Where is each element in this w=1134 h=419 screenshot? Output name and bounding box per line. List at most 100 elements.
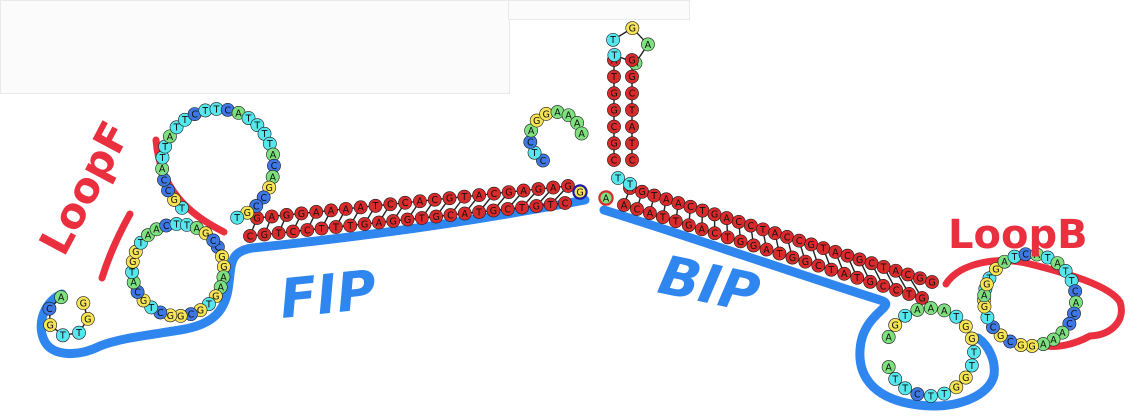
svg-text:G: G: [564, 181, 571, 192]
stem-left-top-nt: A: [413, 194, 427, 209]
svg-text:C: C: [562, 198, 569, 209]
svg-text:G: G: [533, 201, 540, 212]
top-hairpin-up-nt: G: [607, 86, 621, 101]
stem-left-top-nt: A: [309, 205, 324, 219]
svg-text:G: G: [535, 184, 542, 195]
top-hairpin-down-nt: G: [625, 69, 639, 84]
svg-text:G: G: [261, 230, 268, 241]
junction-nt: T: [623, 177, 637, 191]
svg-text:T: T: [59, 331, 66, 342]
stem-left-bottom-nt: T: [314, 221, 329, 236]
svg-text:A: A: [663, 195, 670, 206]
top-loop-nt: A: [574, 126, 589, 141]
left-lower-loop-nt: A: [126, 275, 141, 290]
loop-f-arc-2: [98, 210, 134, 282]
svg-text:A: A: [621, 200, 628, 211]
svg-text:A: A: [914, 305, 921, 316]
svg-text:T: T: [372, 201, 379, 212]
left-tail-loop-nt: G: [76, 296, 91, 311]
stem-right-top-nt: C: [683, 199, 698, 214]
svg-text:A: A: [554, 107, 561, 118]
stem-left-top-nt: G: [501, 185, 516, 199]
svg-text:T: T: [173, 219, 180, 230]
stem-right-top-nt: C: [864, 256, 879, 271]
svg-text:G: G: [983, 280, 990, 291]
stem-left-bottom-nt: A: [371, 215, 386, 230]
svg-text:A: A: [235, 108, 242, 119]
svg-text:C: C: [188, 310, 195, 321]
left-tail-loop-nt: T: [55, 328, 70, 343]
svg-text:A: A: [885, 332, 892, 343]
loop-b-nt: G: [979, 277, 994, 292]
stem-right-top-nt: G: [925, 275, 939, 289]
svg-text:C: C: [447, 210, 454, 221]
svg-text:G: G: [212, 292, 219, 303]
loop-b-nt: A: [1046, 332, 1061, 347]
svg-text:T: T: [827, 265, 834, 276]
left-tail-loop-nt: G: [80, 311, 95, 326]
svg-text:T: T: [183, 220, 190, 231]
top-hairpin-up-nt: C: [607, 153, 621, 167]
svg-text:T: T: [346, 221, 353, 232]
svg-text:C: C: [1022, 250, 1029, 261]
svg-text:C: C: [157, 308, 164, 319]
svg-text:G: G: [808, 240, 815, 251]
top-hairpin-up-nt: G: [607, 103, 621, 117]
left-upper-loop-nt: T: [230, 210, 245, 225]
primer-annotations: [36, 136, 1125, 411]
svg-text:G: G: [789, 253, 796, 264]
stem-left-bottom-nt: G: [386, 214, 401, 228]
svg-text:A: A: [343, 204, 350, 215]
svg-text:G: G: [432, 212, 439, 223]
svg-text:G: G: [1017, 340, 1024, 351]
svg-text:G: G: [892, 320, 899, 331]
fip-label: FIP: [277, 258, 380, 331]
svg-text:C: C: [1007, 337, 1014, 348]
svg-text:G: G: [202, 229, 209, 240]
svg-text:G: G: [197, 306, 204, 317]
svg-text:G: G: [918, 293, 925, 304]
svg-text:T: T: [626, 179, 633, 190]
top-hairpin-down-nt: C: [625, 153, 639, 167]
stem-left-bottom-nt: G: [357, 217, 372, 231]
stem-left-bottom-nt: C: [443, 208, 458, 222]
svg-text:A: A: [130, 278, 137, 289]
svg-text:C: C: [634, 204, 641, 215]
right-lower-loop-nt: C: [910, 387, 925, 402]
svg-text:C: C: [210, 236, 217, 247]
svg-text:C: C: [253, 201, 260, 212]
svg-text:T: T: [418, 213, 425, 224]
top-loop-nt: A: [550, 105, 565, 119]
top-hairpin-up-nt: T: [607, 69, 621, 84]
top-hairpin-down-nt: A: [625, 119, 639, 134]
svg-text:A: A: [832, 247, 839, 258]
stem-right-top-nt: T: [755, 222, 770, 237]
stem-right-top-nt: C: [792, 233, 807, 248]
svg-text:C: C: [527, 137, 534, 148]
left-tail-loop-nt: C: [42, 301, 57, 316]
svg-text:T: T: [275, 228, 282, 239]
stem-left-top-nt: A: [324, 203, 338, 218]
stem-right-bottom-nt: A: [694, 222, 709, 237]
svg-text:C: C: [504, 204, 511, 215]
svg-text:T: T: [628, 105, 635, 116]
svg-text:T: T: [853, 273, 860, 284]
svg-text:A: A: [550, 183, 557, 194]
loop-b-nt: T: [1064, 273, 1079, 288]
stem-right-bottom-nt: T: [668, 214, 683, 229]
svg-text:A: A: [578, 129, 585, 140]
stem-right-top-nt: G: [707, 207, 722, 222]
svg-text:G: G: [629, 24, 636, 35]
svg-text:C: C: [1071, 309, 1078, 320]
svg-text:C: C: [629, 89, 636, 100]
fip-underline: [36, 195, 590, 359]
stem-left-bottom-nt: T: [515, 200, 529, 215]
svg-text:C: C: [46, 304, 53, 315]
svg-text:A: A: [159, 164, 166, 175]
svg-text:T: T: [970, 347, 977, 358]
background-panel-left: [0, 0, 510, 94]
stem-right-top-nt: A: [659, 192, 674, 207]
svg-text:G: G: [404, 215, 411, 226]
right-lower-loop-nt: A: [923, 301, 938, 315]
